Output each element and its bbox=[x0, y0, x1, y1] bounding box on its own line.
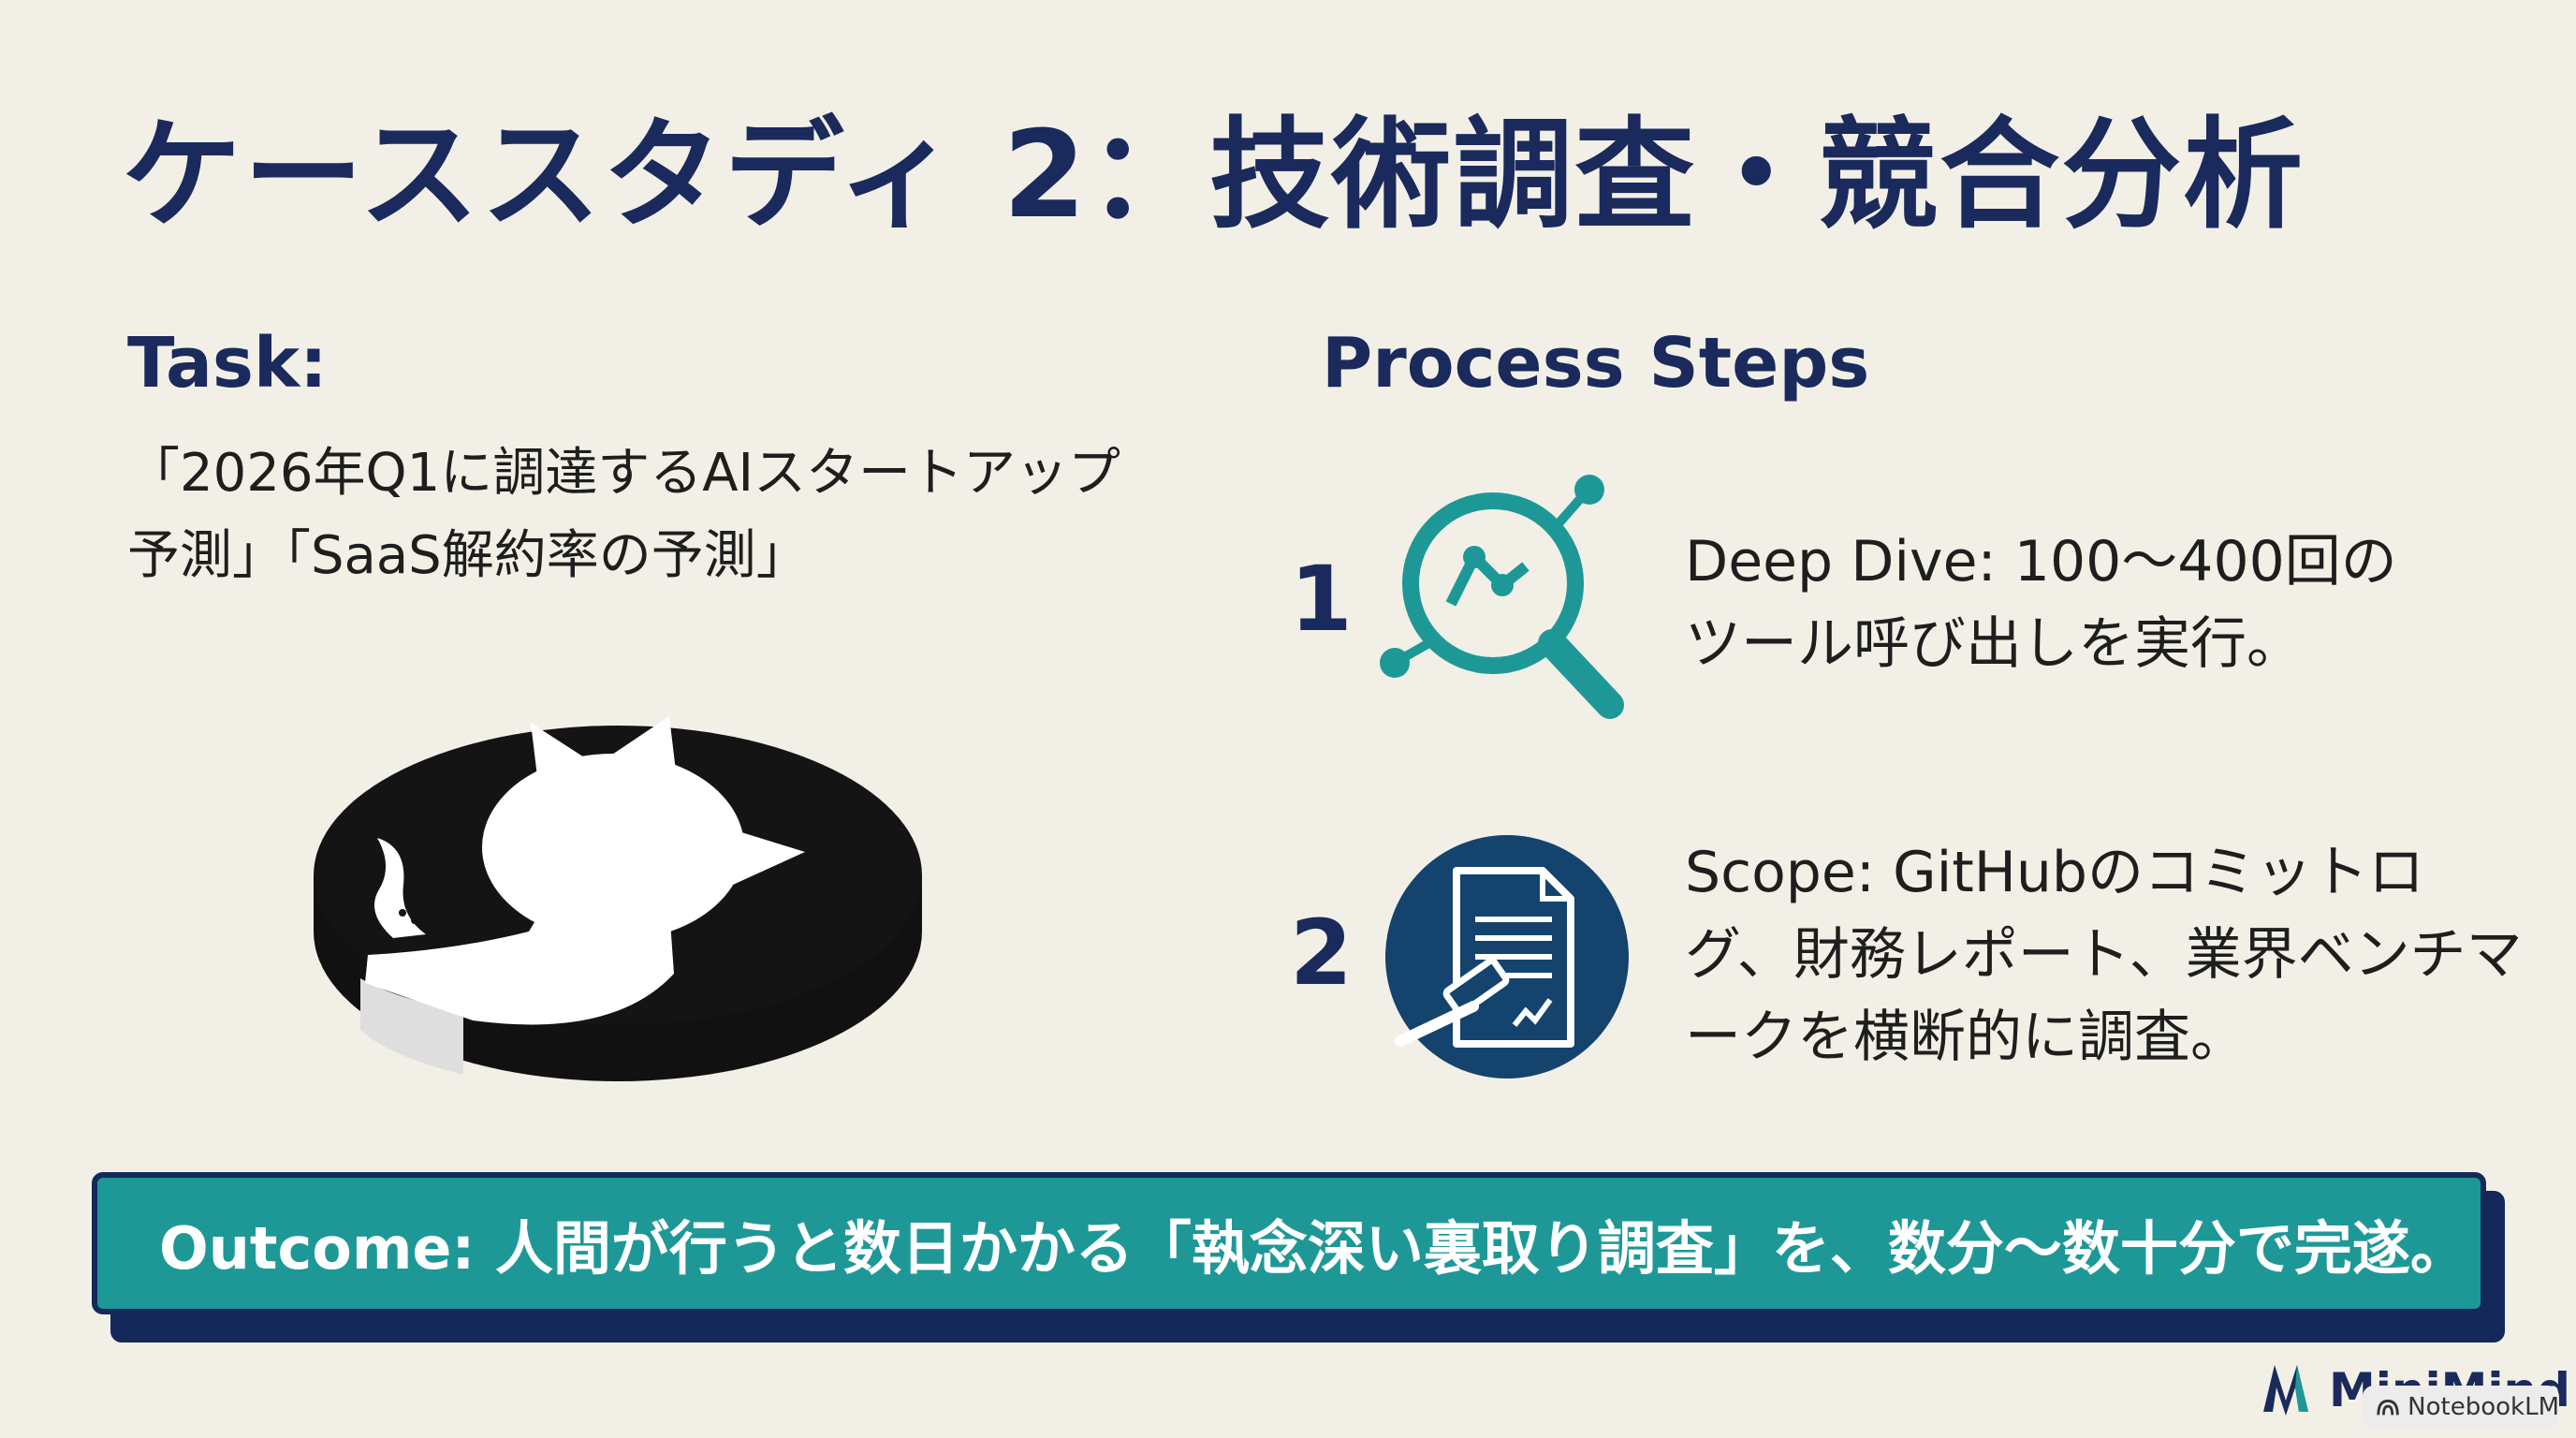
document-gavel-icon bbox=[1385, 835, 1629, 1078]
minimind-logo-icon bbox=[2263, 1365, 2308, 1416]
task-heading: Task: bbox=[127, 323, 328, 404]
outcome-text: Outcome: 人間が行うと数日かかる「執念深い裏取り調査」を、数分〜数十分で… bbox=[159, 1214, 2468, 1283]
notebooklm-badge[interactable]: NotebookLM bbox=[2363, 1386, 2559, 1429]
step-1-text: Deep Dive: 100〜400回のツール呼び出しを実行。 bbox=[1685, 529, 2397, 677]
octocat-silhouette bbox=[365, 716, 805, 1025]
octocat-dots bbox=[399, 909, 445, 933]
step-2-text: Scope: GitHubのコミットログ、財務レポート、業界ベンチマークを横断的… bbox=[1685, 840, 2523, 1070]
process-heading: Process Steps bbox=[1322, 323, 1870, 404]
notebooklm-icon bbox=[2377, 1400, 2399, 1416]
magnifier-chart-icon bbox=[1380, 475, 1624, 719]
outcome-banner: Outcome: 人間が行うと数日かかる「執念深い裏取り調査」を、数分〜数十分で… bbox=[92, 1172, 2486, 1314]
step-1-number: 1 bbox=[1290, 547, 1353, 652]
step-2-number: 2 bbox=[1290, 901, 1353, 1005]
task-description: 「2026年Q1に調達するAIスタートアップ予測」「SaaS解約率の予測」 bbox=[127, 443, 1121, 586]
notebooklm-label: NotebookLM bbox=[2408, 1393, 2559, 1421]
github-octocat-icon bbox=[314, 716, 922, 1081]
slide-title: ケーススタディ 2：技術調査・競合分析 bbox=[122, 106, 2305, 245]
